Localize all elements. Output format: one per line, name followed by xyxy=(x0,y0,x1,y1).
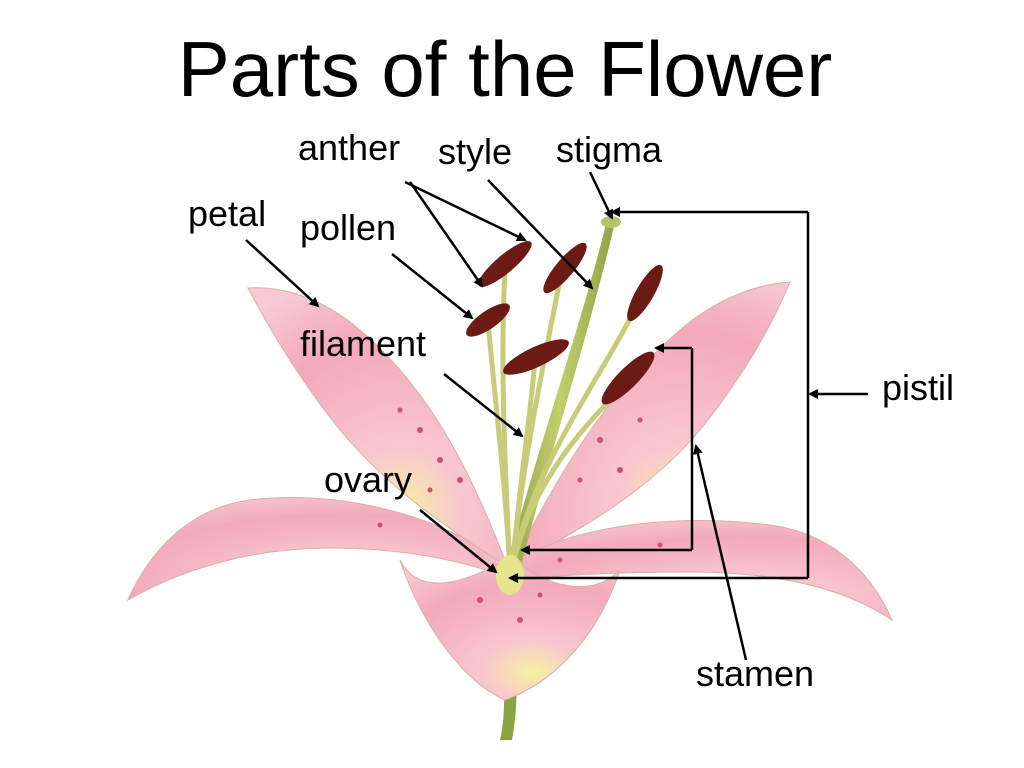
label-anther: anther xyxy=(298,127,401,168)
label-pistil: pistil xyxy=(882,367,955,408)
arrow-style xyxy=(487,179,594,290)
style xyxy=(505,224,614,578)
anthers xyxy=(466,241,663,405)
arrow-filament xyxy=(443,373,524,438)
petal-left-upper xyxy=(247,287,506,566)
petal-right-lower xyxy=(514,520,894,622)
petal-front xyxy=(399,559,621,701)
annotation-arrows xyxy=(245,171,868,661)
label-pollen: pollen xyxy=(300,207,397,248)
arrow-stamen xyxy=(692,444,748,661)
petal-right-upper xyxy=(514,281,791,566)
label-petal: petal xyxy=(188,193,267,234)
label-stamen: stamen xyxy=(696,653,815,694)
petal-left-lower xyxy=(126,497,501,602)
label-style: style xyxy=(438,131,513,172)
label-stigma: stigma xyxy=(556,129,663,170)
label-ovary: ovary xyxy=(324,459,413,500)
arrow-ovary xyxy=(419,509,498,574)
ovary xyxy=(496,555,524,595)
page-title: Parts of the Flower xyxy=(177,25,833,113)
arrow-stigma xyxy=(588,171,614,220)
label-filament: filament xyxy=(300,323,427,364)
arrow-petal xyxy=(245,239,320,308)
petal-spots xyxy=(377,407,663,623)
arrow-anther-1 xyxy=(404,180,527,242)
arrow-pollen xyxy=(391,253,474,320)
arrow-anther-2 xyxy=(408,181,484,288)
